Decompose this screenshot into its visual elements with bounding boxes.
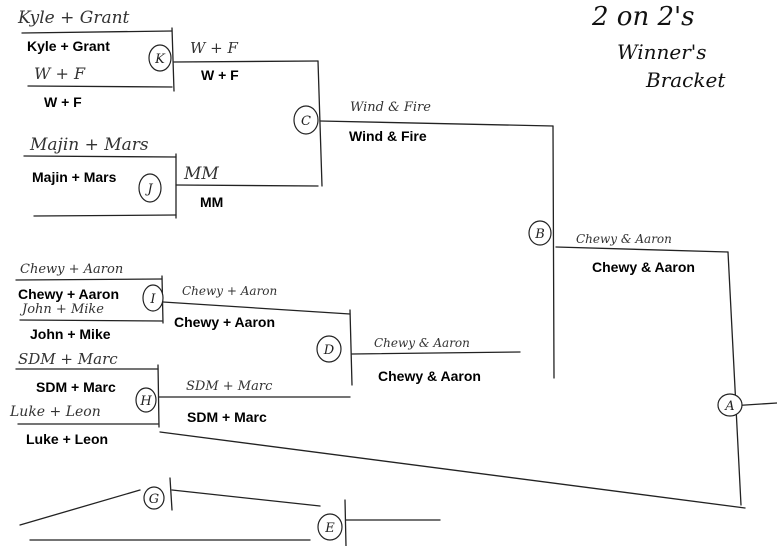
r1m3-team1: Chewy + Aaron [18, 286, 120, 302]
r2-slot2-handwritten: MM [184, 164, 219, 184]
title-line-3: Bracket [646, 68, 726, 92]
node-c-circle [293, 105, 319, 135]
lower-line-g-bottom [19, 489, 141, 526]
r1m1-team1: Kyle + Grant [27, 38, 110, 54]
node-d-circle [316, 335, 342, 363]
r2-slot3-handwritten: Chewy + Aaron [182, 284, 278, 298]
node-h-label: H [139, 394, 152, 409]
node-c-label: C [301, 114, 311, 129]
r2-slot4: SDM + Marc [187, 409, 267, 425]
node-h-circle [135, 387, 157, 413]
r1m1-team2-handwritten: W + F [34, 64, 86, 83]
node-b-label: B [534, 227, 545, 242]
r4-slot1-handwritten: Chewy & Aaron [576, 232, 672, 246]
lower-vertical-e [344, 499, 347, 546]
lower-line-g-top [171, 489, 321, 507]
r1m1-team2: W + F [44, 94, 82, 110]
r1m1-team1-handwritten: Kyle + Grant [18, 8, 130, 28]
node-i-circle [142, 284, 164, 312]
node-e-circle [317, 513, 343, 541]
r1m3-top-line [15, 278, 163, 281]
lower-horizontal-1 [159, 431, 746, 509]
r1m4-vertical [157, 364, 160, 428]
title-line-2: Winner's [617, 40, 707, 64]
node-j-circle [138, 173, 162, 203]
r2-lower-top-line [162, 301, 351, 315]
node-k-circle [148, 44, 172, 72]
r1m3-bottom-line [19, 319, 163, 322]
r1m3-team1-handwritten: Chewy + Aaron [20, 262, 124, 277]
r2-slot2: MM [200, 194, 224, 210]
node-i-label: I [149, 292, 156, 307]
r1m1-bottom-line [27, 85, 173, 88]
r3-slot1-handwritten: Wind & Fire [350, 100, 431, 115]
r1m1-vertical [171, 27, 175, 92]
r3-slot2: Chewy & Aaron [378, 368, 481, 384]
r2-slot1: W + F [201, 67, 239, 83]
r4-top-line [555, 246, 729, 253]
r3-slot2-handwritten: Chewy & Aaron [374, 336, 470, 350]
node-k-label: K [154, 52, 166, 67]
node-j-label: J [144, 182, 153, 197]
r3-top-line [319, 120, 554, 127]
r1m4-team1: SDM + Marc [36, 379, 116, 395]
r1m1-top-line [21, 30, 173, 34]
r2-vertical [317, 60, 323, 187]
r4-slot1: Chewy & Aaron [592, 259, 695, 275]
r3-slot1: Wind & Fire [349, 128, 427, 144]
r1m2-team1-handwritten: Majin + Mars [30, 135, 149, 155]
r2-top-line [173, 60, 319, 63]
r4-vertical-right [727, 251, 742, 506]
node-e-label: E [324, 521, 335, 536]
r2-slot4-handwritten: SDM + Marc [186, 379, 273, 394]
node-a-circle [717, 393, 743, 417]
title-line-1: 2 on 2's [592, 2, 695, 32]
r1m2-bottom-line [33, 214, 177, 217]
node-g-circle [143, 486, 165, 510]
r1m3-team2-handwritten: John + Mike [22, 302, 104, 317]
r3-vertical-right [552, 125, 555, 379]
r1m2-team1: Majin + Mars [32, 169, 117, 185]
r2-mid-line [175, 184, 319, 187]
r1m3-team2: John + Mike [30, 326, 111, 342]
node-g-label: G [149, 492, 159, 507]
r2-slot1-handwritten: W + F [190, 39, 238, 57]
node-d-label: D [323, 343, 335, 358]
r1m4-team2-handwritten: Luke + Leon [10, 404, 101, 420]
r2-lower-vertical [349, 309, 353, 386]
r2-slot3: Chewy + Aaron [174, 314, 276, 330]
r1m2-top-line [23, 155, 177, 158]
node-b-circle [528, 220, 552, 246]
node-a-label: A [724, 399, 734, 414]
r1m4-team2: Luke + Leon [26, 431, 109, 447]
r1m4-team1-handwritten: SDM + Marc [18, 350, 118, 368]
r3-lower-line [351, 351, 521, 355]
lower-vertical-g [169, 477, 173, 511]
